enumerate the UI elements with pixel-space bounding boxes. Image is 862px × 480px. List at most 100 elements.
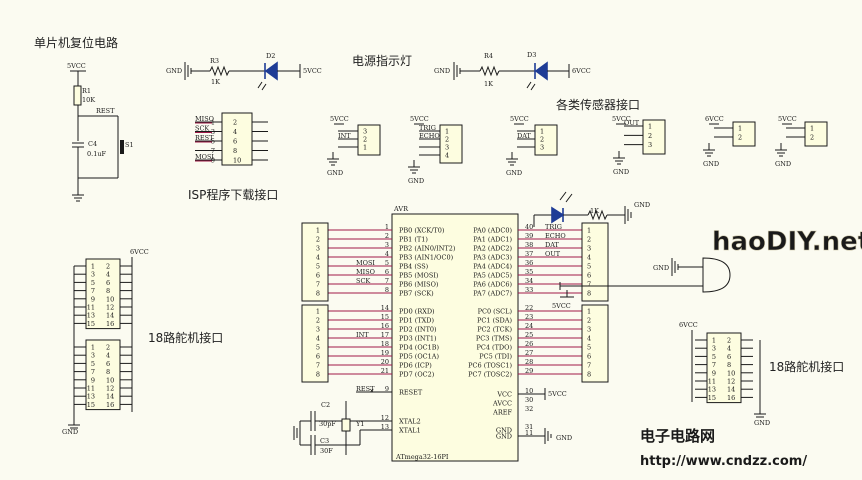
isp-pin-odd: 7 bbox=[211, 147, 215, 155]
isp-pin-even: 8 bbox=[233, 147, 237, 155]
sensor-signal-label: DAT bbox=[517, 132, 532, 140]
sensor-pin-number: 1 bbox=[445, 128, 449, 136]
servo-right-pin-even: 2 bbox=[727, 337, 731, 345]
resistor-r1 bbox=[73, 85, 82, 106]
crystal-y1 bbox=[341, 418, 351, 432]
mcu-left-pin-number: 2 bbox=[385, 232, 389, 240]
sensor-pin-number: 1 bbox=[738, 125, 742, 133]
buzzer: GND bbox=[559, 257, 731, 293]
mcu-right-pin-name: GND bbox=[496, 427, 512, 435]
sensor-pin-number: 2 bbox=[738, 134, 742, 142]
sensor-header-6 bbox=[804, 121, 828, 147]
servo-right-pin-even: 12 bbox=[727, 378, 735, 386]
servo-left-title: 18路舵机接口 bbox=[148, 330, 223, 345]
servo-left-a-pin-odd: 13 bbox=[87, 312, 95, 320]
mcu-right-pin-name: PA4 (ADC4) bbox=[473, 263, 512, 271]
servo-left-b-pin-even: 2 bbox=[106, 344, 110, 352]
portb-header-pin: 7 bbox=[316, 281, 320, 289]
mcu-right-pin-number: 35 bbox=[525, 268, 533, 276]
servo-left-b-pin-odd: 11 bbox=[87, 385, 95, 393]
portb-header-pin: 8 bbox=[316, 290, 320, 298]
mcu-left-pin-name: PB1 (T1) bbox=[399, 236, 428, 244]
portd-header-pin: 3 bbox=[316, 326, 320, 334]
mcu-right-pin-number: 32 bbox=[525, 405, 533, 413]
sensor-vcc-label: 5VCC bbox=[330, 115, 349, 123]
servo-left-b-pin-odd: 7 bbox=[91, 368, 95, 376]
led-d2 bbox=[264, 61, 278, 81]
sensor-pin-number: 2 bbox=[540, 136, 544, 144]
porta-header-pin: 6 bbox=[587, 272, 591, 280]
portb-net-label: MISO bbox=[356, 268, 375, 276]
mcu-right-pin-name: PA2 (ADC2) bbox=[473, 245, 512, 253]
watermark: haoDIY.net 电子电路网 http://www.cndzz.com/ bbox=[640, 227, 862, 469]
mcu-power-nets: REST ✕ 5VCC GND bbox=[356, 385, 572, 444]
mcu-right-pin-number: 30 bbox=[525, 396, 533, 404]
power-led-title: 电源指示灯 bbox=[352, 53, 412, 68]
porta-net-label: ECHO bbox=[545, 232, 566, 240]
servo-left-b-pin-even: 6 bbox=[106, 360, 110, 368]
mcu-right-pin-number: 33 bbox=[525, 286, 533, 294]
mcu-left-pin-name: PD6 (ICP) bbox=[399, 362, 432, 370]
portc-header-pin: 2 bbox=[587, 317, 591, 325]
porta-header-pin: 2 bbox=[587, 236, 591, 244]
mcu-right-pin-name: PC0 (SCL) bbox=[478, 308, 513, 316]
servo-left-gnd: GND bbox=[62, 428, 78, 436]
led1-gnd-label: GND bbox=[166, 67, 182, 75]
pa0-led-branch: 1K GND bbox=[533, 191, 650, 227]
mcu-left-pin-name: XTAL2 bbox=[399, 418, 421, 426]
mcu-left-pin-number: 4 bbox=[385, 250, 389, 258]
mcu-right-pin-name: PC5 (TDI) bbox=[479, 353, 512, 361]
mcu-left-pin-name: PD4 (OC1B) bbox=[399, 344, 440, 352]
sensor-signal-label: TRIG bbox=[419, 124, 436, 132]
servo-right-pin-odd: 5 bbox=[712, 353, 716, 361]
pa0-led-resistor bbox=[587, 209, 608, 221]
mcu-left-pin-number: 17 bbox=[381, 331, 389, 339]
led-d3 bbox=[534, 61, 548, 81]
mcu-left-pin-number: 19 bbox=[381, 349, 389, 357]
mcu-left-pin-name: PB2 (AIN0/INT2) bbox=[399, 245, 456, 253]
mcu-right-pin-name: PA3 (ADC3) bbox=[473, 254, 512, 262]
watermark-logo: haoDIY.net bbox=[712, 227, 862, 257]
sensor-gnd-label: GND bbox=[775, 160, 791, 168]
mcu-left-pin-name: PD3 (INT1) bbox=[399, 335, 437, 343]
servo-left-a-pin-even: 10 bbox=[106, 295, 114, 303]
porta-vcc: 5VCC bbox=[552, 290, 574, 310]
watermark-cn: 电子电路网 bbox=[640, 427, 715, 445]
mcu-right-pin-name: AREF bbox=[492, 409, 512, 417]
mcu-right-pin-name: PA6 (ADC6) bbox=[473, 281, 512, 289]
portd-header bbox=[301, 304, 329, 383]
servo-left-a-pin-even: 4 bbox=[106, 271, 110, 279]
servo-right-pin-even: 6 bbox=[727, 353, 731, 361]
sensor-gnd-label: GND bbox=[506, 169, 522, 177]
servo-left-a-pin-odd: 1 bbox=[91, 263, 95, 271]
sensor-gnd-label: GND bbox=[327, 169, 343, 177]
servo-right-pin-odd: 13 bbox=[708, 386, 716, 394]
mcu-right-pin-number: 10 bbox=[525, 387, 533, 395]
mcu-right-pin-name: PC6 (TOSC1) bbox=[468, 362, 512, 370]
mcu-left-pin-number: 9 bbox=[385, 385, 389, 393]
servo-right-pin-odd: 15 bbox=[708, 394, 716, 402]
sensor-pin-number: 2 bbox=[445, 136, 449, 144]
mcu-right-pin-number: 26 bbox=[525, 340, 533, 348]
servo-left-a-pin-even: 12 bbox=[106, 304, 114, 312]
sensor-signal-label: INT bbox=[338, 132, 351, 140]
servo-left-b-pin-even: 4 bbox=[106, 352, 110, 360]
r1-value: 10K bbox=[82, 96, 95, 104]
pa0-led-gnd-label: GND bbox=[634, 201, 650, 209]
sensor-pin-number: 2 bbox=[648, 132, 652, 140]
sensor-gnd-label: GND bbox=[613, 168, 629, 176]
sensor-gnd-label: GND bbox=[703, 160, 719, 168]
mcu-right-pin-number: 28 bbox=[525, 358, 533, 366]
mcu-part-name: ATmega32-16PI bbox=[395, 453, 449, 461]
isp-pin-even: 4 bbox=[233, 128, 237, 136]
buzzer-gnd-label: GND bbox=[653, 264, 669, 272]
sensor-vcc-label: 5VCC bbox=[778, 115, 797, 123]
power-led-1: GND R3 1K D2 5VCC bbox=[166, 52, 322, 91]
sensor-vcc-label: 5VCC bbox=[510, 115, 529, 123]
portc-header-pin: 4 bbox=[587, 335, 591, 343]
reset-vcc-label: 5VCC bbox=[67, 62, 86, 70]
